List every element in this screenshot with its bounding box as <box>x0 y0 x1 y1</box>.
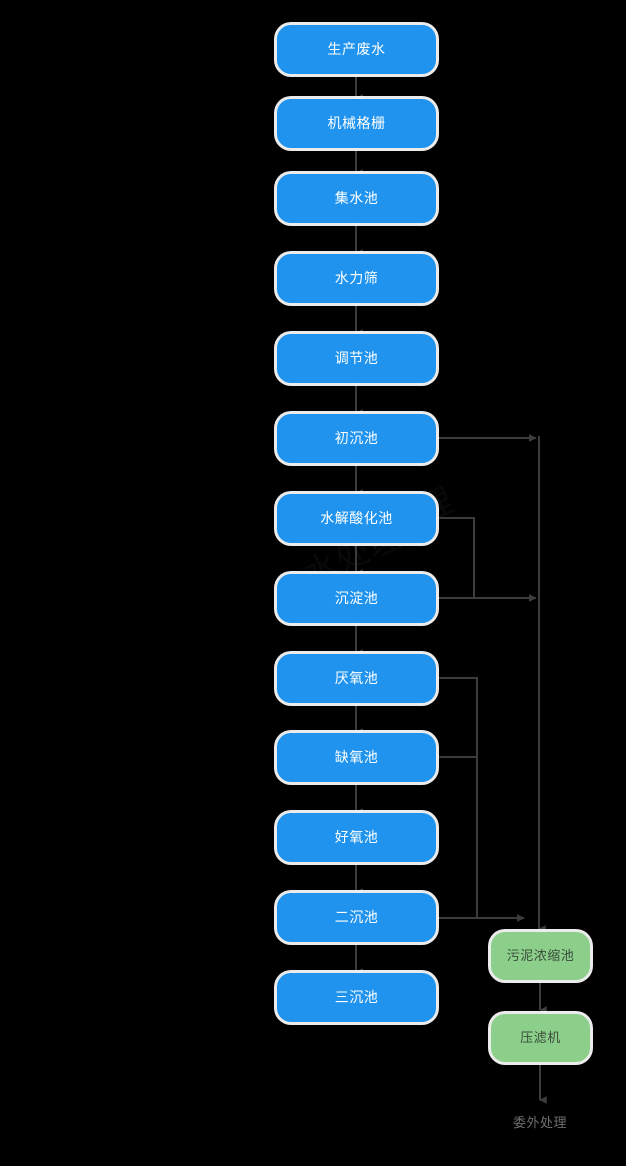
node-sanchen-chi[interactable]: 三沉池 <box>277 973 436 1022</box>
node-shuijie-suanhua-chi[interactable]: 水解酸化池 <box>277 494 436 543</box>
node-erchen-chi[interactable]: 二沉池 <box>277 893 436 942</box>
node-wuni-nongsuo-chi[interactable]: 污泥浓缩池 <box>491 932 590 980</box>
node-jixie-gezha[interactable]: 机械格栅 <box>277 99 436 148</box>
node-shengchan-feishui[interactable]: 生产废水 <box>277 25 436 74</box>
node-chuchen-chi[interactable]: 初沉池 <box>277 414 436 463</box>
node-yalv-ji[interactable]: 压滤机 <box>491 1014 590 1062</box>
node-shuili-shai[interactable]: 水力筛 <box>277 254 436 303</box>
node-yanyang-chi[interactable]: 厌氧池 <box>277 654 436 703</box>
node-haoyang-chi[interactable]: 好氧池 <box>277 813 436 862</box>
recycle-n8-to-n7 <box>432 514 475 598</box>
node-jishui-chi[interactable]: 集水池 <box>277 174 436 223</box>
node-chendian-chi[interactable]: 沉淀池 <box>277 574 436 623</box>
recycle-n12-to-n9 <box>432 674 478 918</box>
label-weiwai-chuli: 委外处理 <box>512 1115 567 1130</box>
node-tiaojie-chi[interactable]: 调节池 <box>277 334 436 383</box>
node-queyang-chi[interactable]: 缺氧池 <box>277 733 436 782</box>
